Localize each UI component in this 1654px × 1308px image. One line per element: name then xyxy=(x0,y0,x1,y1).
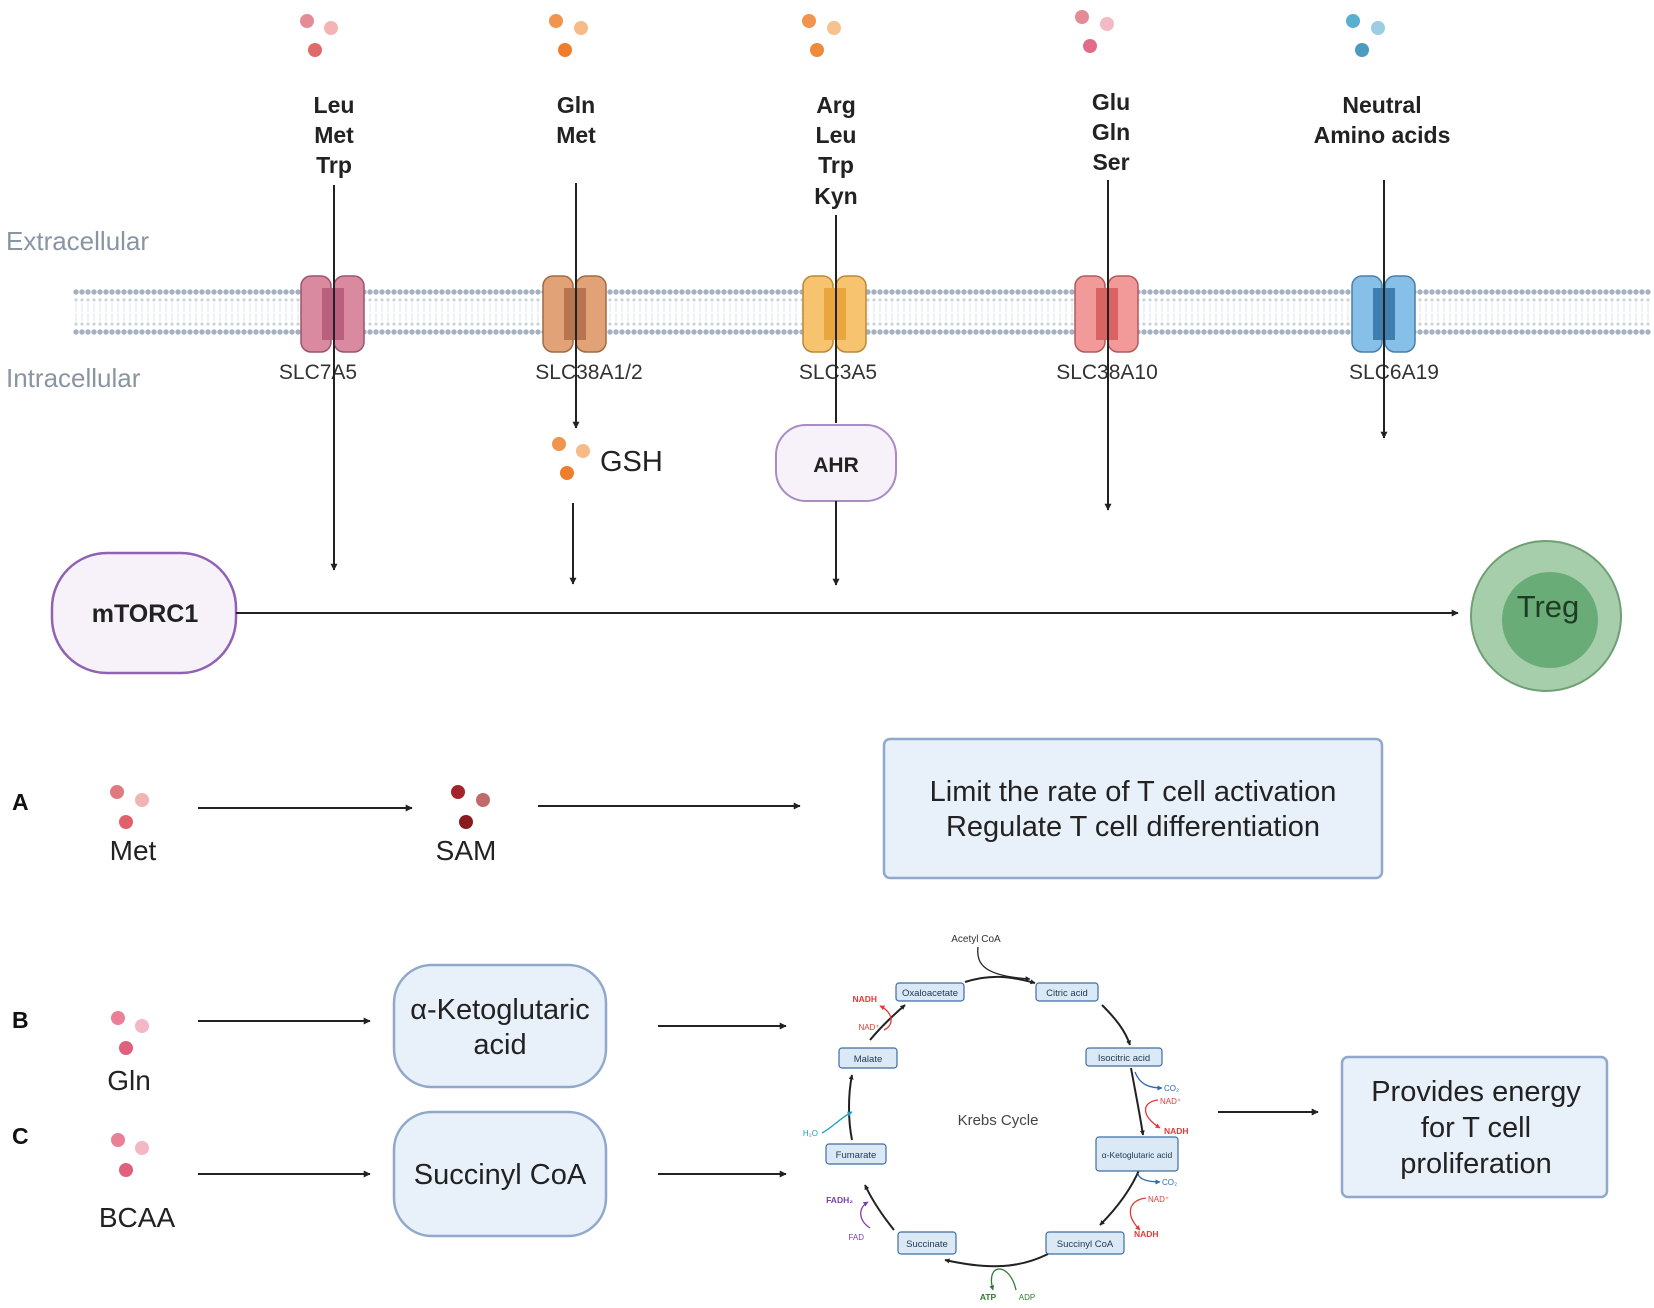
svg-text:Malate: Malate xyxy=(854,1054,883,1065)
pathway-c-input: BCAA xyxy=(99,1202,176,1233)
pathway-b-product-line1: α-Ketoglutaric xyxy=(410,994,590,1026)
pathway-a-outcome-line2: Regulate T cell differentiation xyxy=(946,811,1320,843)
krebs-cycle: Krebs Cycle Acetyl CoA Oxaloacetate Citr… xyxy=(803,934,1189,1302)
svg-text:Oxaloacetate: Oxaloacetate xyxy=(902,988,958,999)
pathway-a-input: Met xyxy=(110,835,157,866)
substrate-arg: Arg xyxy=(816,92,856,118)
pathway-bc-outcome: Provides energy for T cell proliferation xyxy=(1340,1055,1609,1199)
substrate-trp: Trp xyxy=(316,152,352,178)
ahr-label: AHR xyxy=(813,454,859,477)
co2-label-2: CO₂ xyxy=(1162,1178,1177,1187)
pathway-a-product: SAM xyxy=(436,835,497,866)
substrate-neutral: Neutral xyxy=(1342,92,1421,118)
substrate-kyn: Kyn xyxy=(814,183,857,209)
h2o-label: H₂O xyxy=(803,1129,818,1138)
svg-text:Succinyl CoA: Succinyl CoA xyxy=(1057,1239,1114,1250)
channel-slc3a5 xyxy=(802,275,867,353)
transporter-slc38a10: Glu Gln Ser SLC38A10 xyxy=(1056,10,1158,511)
adp-label: ADP xyxy=(1019,1293,1035,1302)
krebs-node-malate: Malate xyxy=(838,1047,898,1069)
channel-slc7a5 xyxy=(300,275,365,353)
substrate-leu: Leu xyxy=(314,92,355,118)
co2-label-1: CO₂ xyxy=(1164,1084,1179,1093)
channel-slc38a1-2 xyxy=(542,275,607,353)
krebs-node-succinyl-coa: Succinyl CoA xyxy=(1045,1231,1125,1255)
outcome-bc-line3: proliferation xyxy=(1400,1148,1552,1180)
channel-slc6a19 xyxy=(1351,275,1416,353)
gsh-node: GSH xyxy=(552,437,663,480)
transporter-slc38a1-2: Gln Met SLC38A1/2 xyxy=(535,14,643,429)
substrate-gln: Gln xyxy=(557,92,595,118)
nadh-label-1: NADH xyxy=(1164,1126,1189,1136)
krebs-node-fumarate: Fumarate xyxy=(825,1143,887,1165)
pathway-a-letter: A xyxy=(12,789,29,815)
pathway-c-letter: C xyxy=(12,1123,29,1149)
fadh2-label: FADH₂ xyxy=(826,1195,853,1205)
svg-text:Succinate: Succinate xyxy=(906,1239,948,1250)
mtorc1-node: mTORC1 xyxy=(50,551,238,675)
nadh-label-3: NADH xyxy=(852,994,877,1004)
substrate-leu: Leu xyxy=(816,122,857,148)
ahr-node: AHR xyxy=(775,424,897,502)
substrate-met: Met xyxy=(556,122,596,148)
treg-cell: Treg xyxy=(1470,540,1622,692)
nad-label-2: NAD⁺ xyxy=(1148,1195,1169,1204)
transporter-slc7a5: Leu Met Trp SLC7A5 xyxy=(279,14,365,571)
krebs-node-oxaloacetate: Oxaloacetate xyxy=(895,982,965,1002)
acetyl-coa-label: Acetyl CoA xyxy=(951,934,1001,945)
svg-text:Fumarate: Fumarate xyxy=(836,1150,877,1161)
nad-label-3: NAD⁺ xyxy=(858,1023,879,1032)
intracellular-label: Intracellular xyxy=(6,363,141,393)
pathway-b-input: Gln xyxy=(107,1065,151,1096)
svg-text:α-Ketoglutaric acid: α-Ketoglutaric acid xyxy=(1102,1150,1173,1160)
substrate-gln: Gln xyxy=(1092,119,1130,145)
pathway-b-letter: B xyxy=(12,1007,29,1033)
transporter-slc6a19: Neutral Amino acids SLC6A19 xyxy=(1314,14,1451,439)
pathway-c-product: Succinyl CoA xyxy=(414,1159,587,1191)
krebs-node-isocitric-acid: Isocitric acid xyxy=(1085,1047,1163,1067)
substrate-glu: Glu xyxy=(1092,89,1130,115)
nadh-label-2: NADH xyxy=(1134,1229,1159,1239)
nad-label-1: NAD⁺ xyxy=(1160,1097,1181,1106)
outcome-bc-line2: for T cell xyxy=(1421,1112,1531,1144)
outcome-bc-line1: Provides energy xyxy=(1371,1076,1581,1108)
label-slc38a1-2: SLC38A1/2 xyxy=(535,361,642,384)
atp-label: ATP xyxy=(980,1292,997,1302)
krebs-node-alpha-ketoglutaric-acid: α-Ketoglutaric acid xyxy=(1095,1136,1179,1172)
label-slc7a5: SLC7A5 xyxy=(279,361,357,384)
svg-text:Citric acid: Citric acid xyxy=(1046,988,1088,999)
fad-label: FAD xyxy=(848,1233,864,1242)
pathway-c: C BCAA Succinyl CoA xyxy=(12,1110,787,1238)
substrate-met: Met xyxy=(314,122,354,148)
extracellular-label: Extracellular xyxy=(6,226,149,256)
substrate-amino-acids: Amino acids xyxy=(1314,122,1451,148)
label-slc6a19: SLC6A19 xyxy=(1349,361,1439,384)
substrate-trp: Trp xyxy=(818,152,854,178)
pathway-b-product-line2: acid xyxy=(473,1029,526,1061)
pathway-b: B Gln α-Ketoglutaric acid xyxy=(12,963,787,1096)
krebs-title: Krebs Cycle xyxy=(958,1112,1039,1129)
treg-label: Treg xyxy=(1517,589,1580,624)
transporter-slc3a5: Arg Leu Trp Kyn SLC3A5 xyxy=(799,14,877,423)
mtorc1-label: mTORC1 xyxy=(92,600,199,628)
pathway-a: A Met SAM Limit the rate of T cell activ… xyxy=(12,737,1384,880)
gsh-label: GSH xyxy=(600,446,663,478)
substrate-ser: Ser xyxy=(1092,149,1129,175)
krebs-node-succinate: Succinate xyxy=(897,1231,957,1255)
channel-slc38a10 xyxy=(1074,275,1139,353)
svg-text:Isocitric acid: Isocitric acid xyxy=(1098,1053,1150,1064)
krebs-node-citric-acid: Citric acid xyxy=(1035,982,1099,1002)
pathway-a-outcome-line1: Limit the rate of T cell activation xyxy=(930,776,1337,808)
label-slc3a5: SLC3A5 xyxy=(799,361,877,384)
